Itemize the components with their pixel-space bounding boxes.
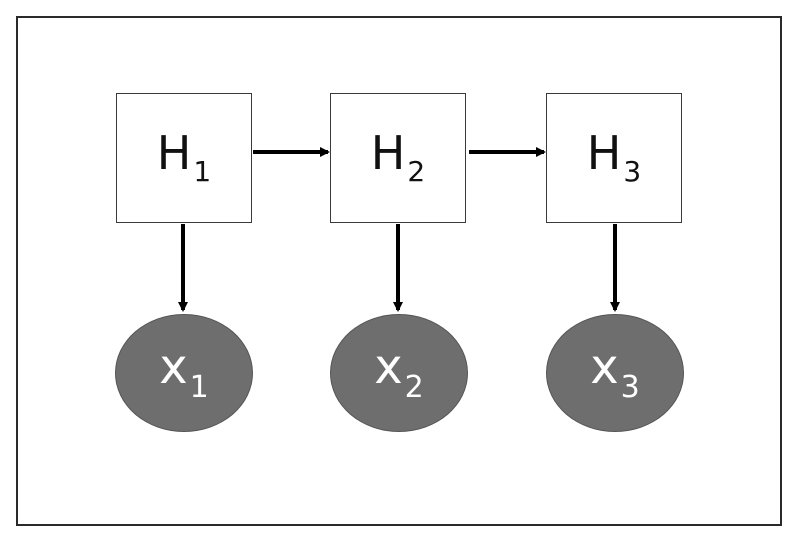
observed-node-x1: x1 [115,314,253,432]
observed-node-label: x2 [374,339,424,405]
observed-node-x2: x2 [330,314,468,432]
observed-node-x3: x3 [546,314,684,432]
hidden-node-label: H2 [370,126,426,188]
hidden-node-h2: H2 [330,93,466,223]
hidden-node-label: H1 [156,126,212,188]
hidden-node-h3: H3 [546,93,682,223]
hidden-node-h1: H1 [116,93,252,223]
observed-node-label: x1 [159,339,209,405]
hidden-node-label: H3 [586,126,642,188]
observed-node-label: x3 [590,339,640,405]
